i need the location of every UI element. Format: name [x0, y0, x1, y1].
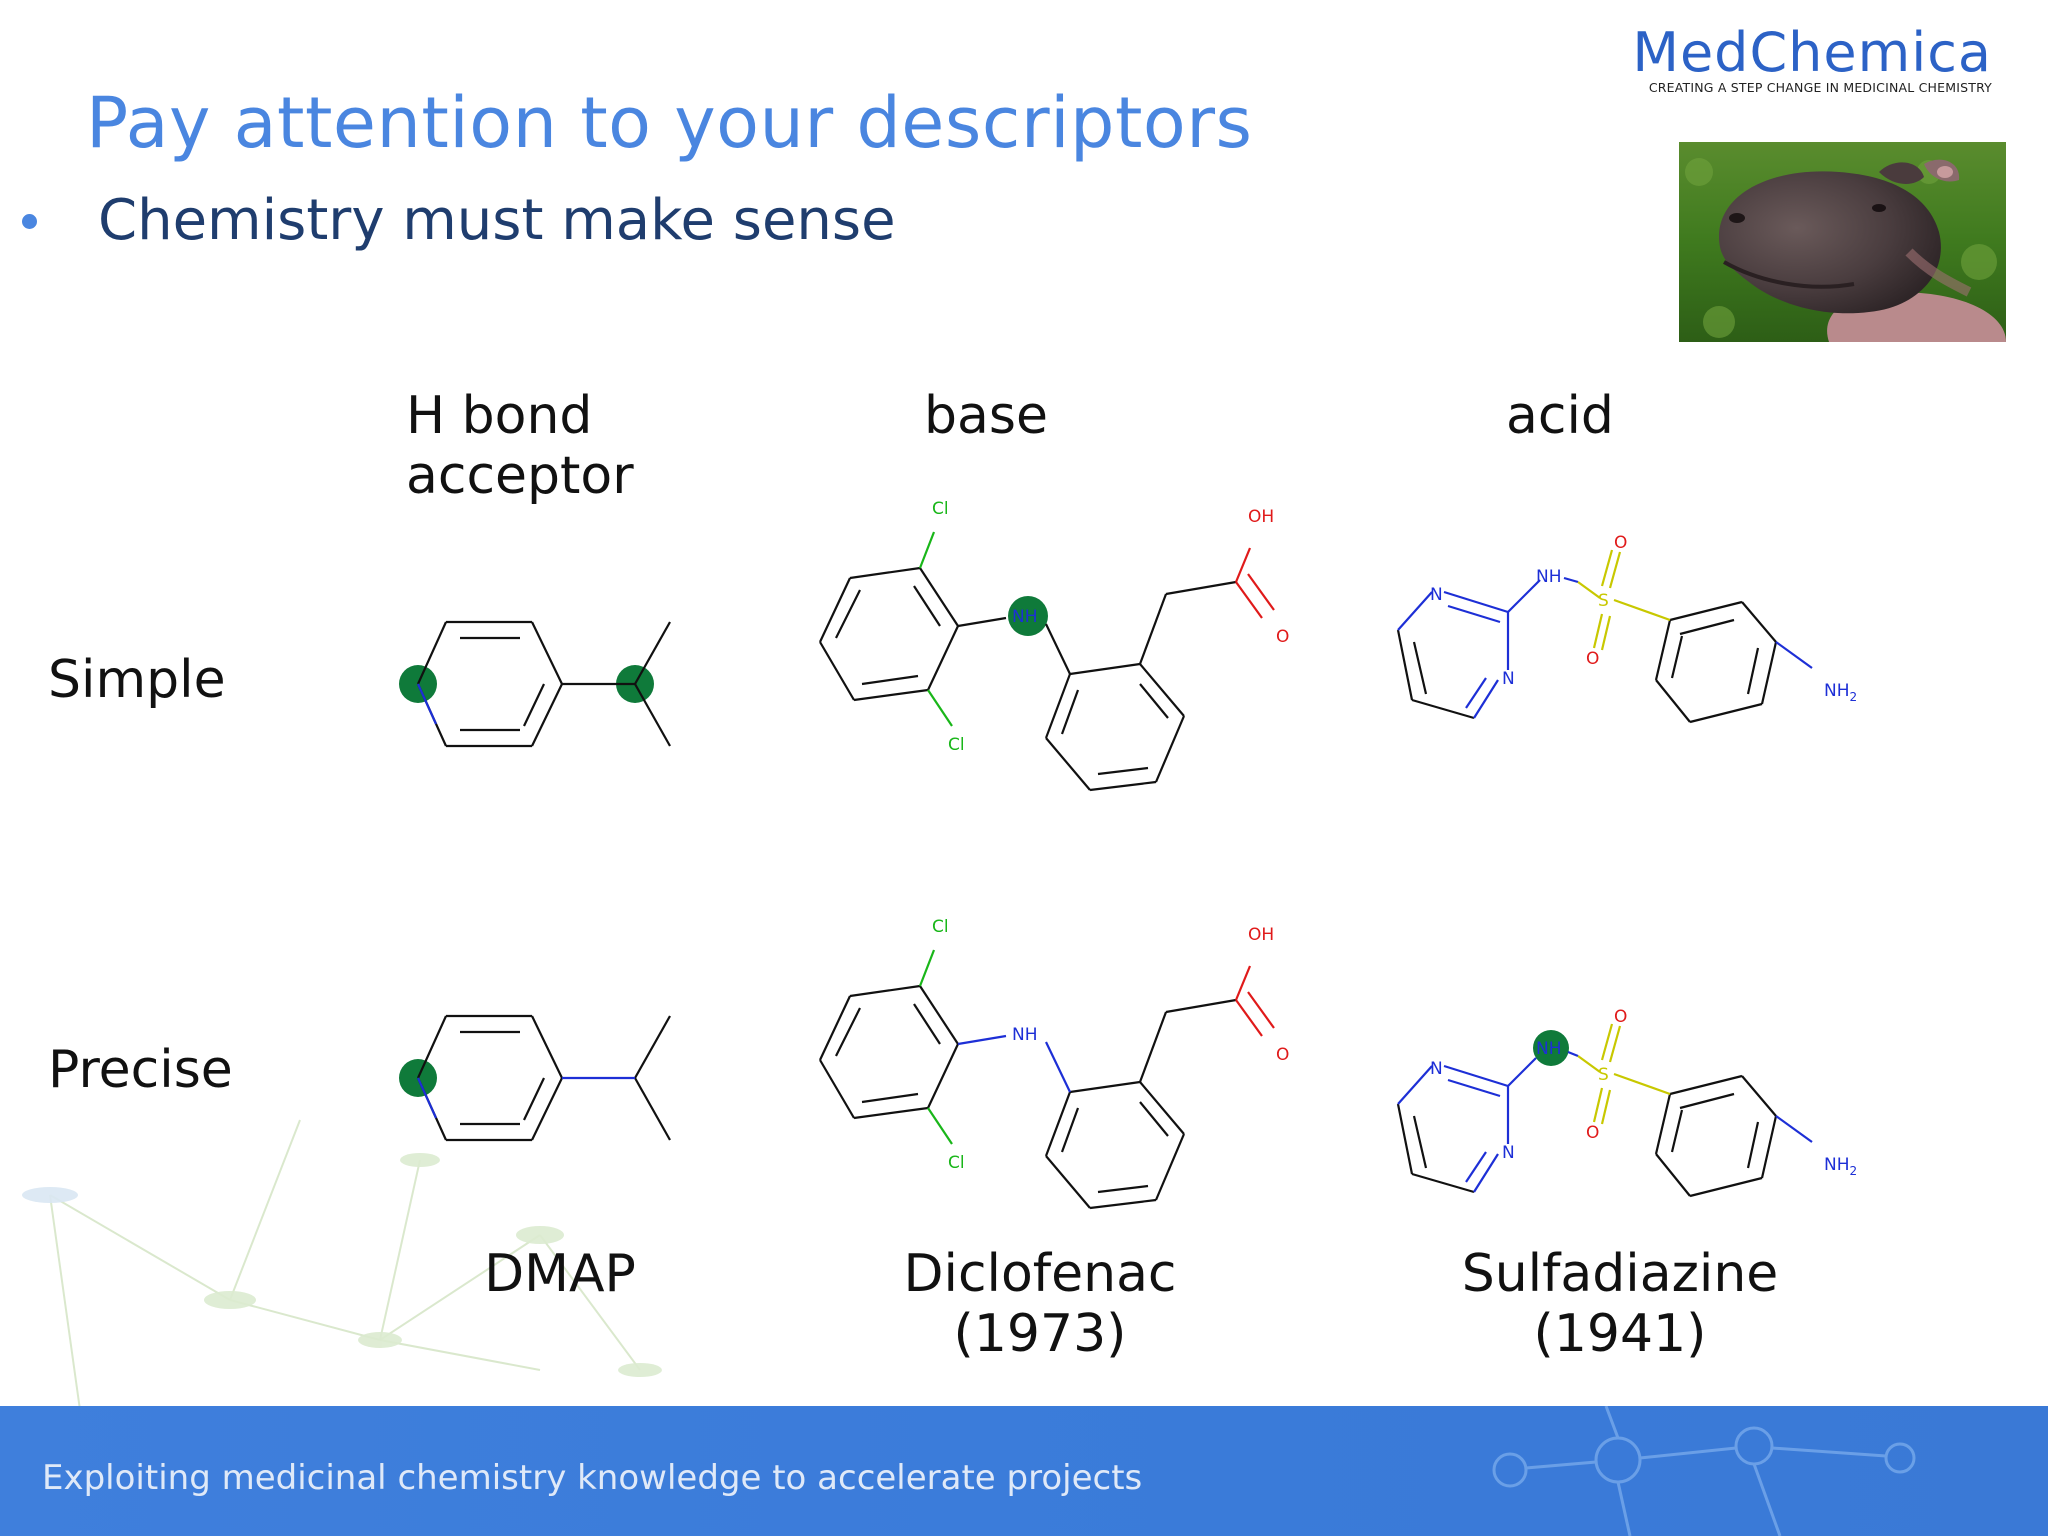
atom-label-cl-top: Cl	[932, 499, 949, 519]
molecule-year-diclofenac: (1973)	[953, 1304, 1127, 1364]
row-label-simple: Simple	[48, 650, 226, 710]
footer-tagline: Exploiting medicinal chemistry knowledge…	[42, 1458, 1143, 1498]
atom-label-o-top: O	[1614, 1007, 1627, 1027]
medchemica-logo: MedChemica CREATING A STEP CHANGE IN MED…	[1620, 21, 1992, 96]
molecule-name-sulfadiazine-text: Sulfadiazine	[1461, 1244, 1779, 1304]
atom-label-oh: OH	[1248, 925, 1274, 945]
footer-network-decoration	[1492, 1406, 1916, 1536]
row-label-precise: Precise	[48, 1040, 233, 1100]
molecule-name-dmap-text: DMAP	[484, 1244, 636, 1304]
atom-label-nh: NH	[1536, 567, 1562, 587]
column-header-acid: acid	[1506, 386, 1614, 446]
atom-label-n2: N	[1502, 1143, 1515, 1163]
atom-label-o: O	[1276, 627, 1289, 647]
column-header-hbond-line1: H bond	[406, 386, 593, 446]
diclofenac-simple-structure: Cl Cl NH OH O	[819, 499, 1289, 792]
molecule-name-sulfadiazine: Sulfadiazine (1941)	[1450, 1244, 1790, 1364]
atom-label-o-top: O	[1614, 533, 1627, 553]
hippo-photo	[1679, 142, 2006, 342]
footer-bar: Exploiting medicinal chemistry knowledge…	[0, 1406, 2048, 1536]
atom-label-n1: N	[1430, 585, 1443, 605]
molecule-name-diclofenac: Diclofenac (1973)	[880, 1244, 1200, 1364]
atom-label-nh2: NH2	[1824, 1155, 1857, 1178]
atom-label-nh: NH	[1012, 1025, 1038, 1045]
diclofenac-precise-structure: Cl Cl NH OH O	[819, 917, 1289, 1210]
logo-name: MedChemica	[1632, 21, 1992, 84]
bullet-text: Chemistry must make sense	[98, 188, 896, 253]
molecule-name-diclofenac-text: Diclofenac	[903, 1244, 1177, 1304]
dmap-precise-structure	[399, 1014, 671, 1142]
logo-tagline: CREATING A STEP CHANGE IN MEDICINAL CHEM…	[1648, 80, 1992, 95]
sulfadiazine-simple-structure: N N NH S O O NH2	[1396, 533, 1857, 724]
atom-label-cl-bottom: Cl	[948, 735, 965, 755]
column-header-hbond: H bond acceptor	[406, 386, 634, 506]
atom-label-cl-top: Cl	[932, 917, 949, 937]
base-highlight-nh	[1008, 596, 1048, 636]
atom-label-cl-bottom: Cl	[948, 1153, 965, 1173]
atom-label-s: S	[1598, 1065, 1609, 1085]
atom-label-o-bottom: O	[1586, 649, 1599, 669]
atom-label-s: S	[1598, 591, 1609, 611]
atom-label-o: O	[1276, 1045, 1289, 1065]
atom-label-oh: OH	[1248, 507, 1274, 527]
bullet-marker	[22, 214, 37, 229]
column-header-base: base	[924, 386, 1048, 446]
slide-title: Pay attention to your descriptors	[86, 82, 1253, 164]
atom-label-nh2: NH2	[1824, 681, 1857, 704]
sulfadiazine-precise-structure: N N NH S O O NH2	[1396, 1007, 1857, 1198]
dmap-simple-structure	[399, 620, 671, 748]
molecule-name-dmap: DMAP	[440, 1244, 680, 1304]
atom-label-o-bottom: O	[1586, 1123, 1599, 1143]
atom-label-n2: N	[1502, 669, 1515, 689]
column-header-hbond-line2: acceptor	[406, 446, 634, 506]
background-network-decoration	[22, 1119, 662, 1411]
atom-label-n1: N	[1430, 1059, 1443, 1079]
molecule-year-sulfadiazine: (1941)	[1533, 1304, 1707, 1364]
atom-label-nh: NH	[1536, 1039, 1562, 1059]
acid-highlight-nh	[1533, 1030, 1569, 1066]
atom-label-nh: NH	[1012, 607, 1038, 627]
